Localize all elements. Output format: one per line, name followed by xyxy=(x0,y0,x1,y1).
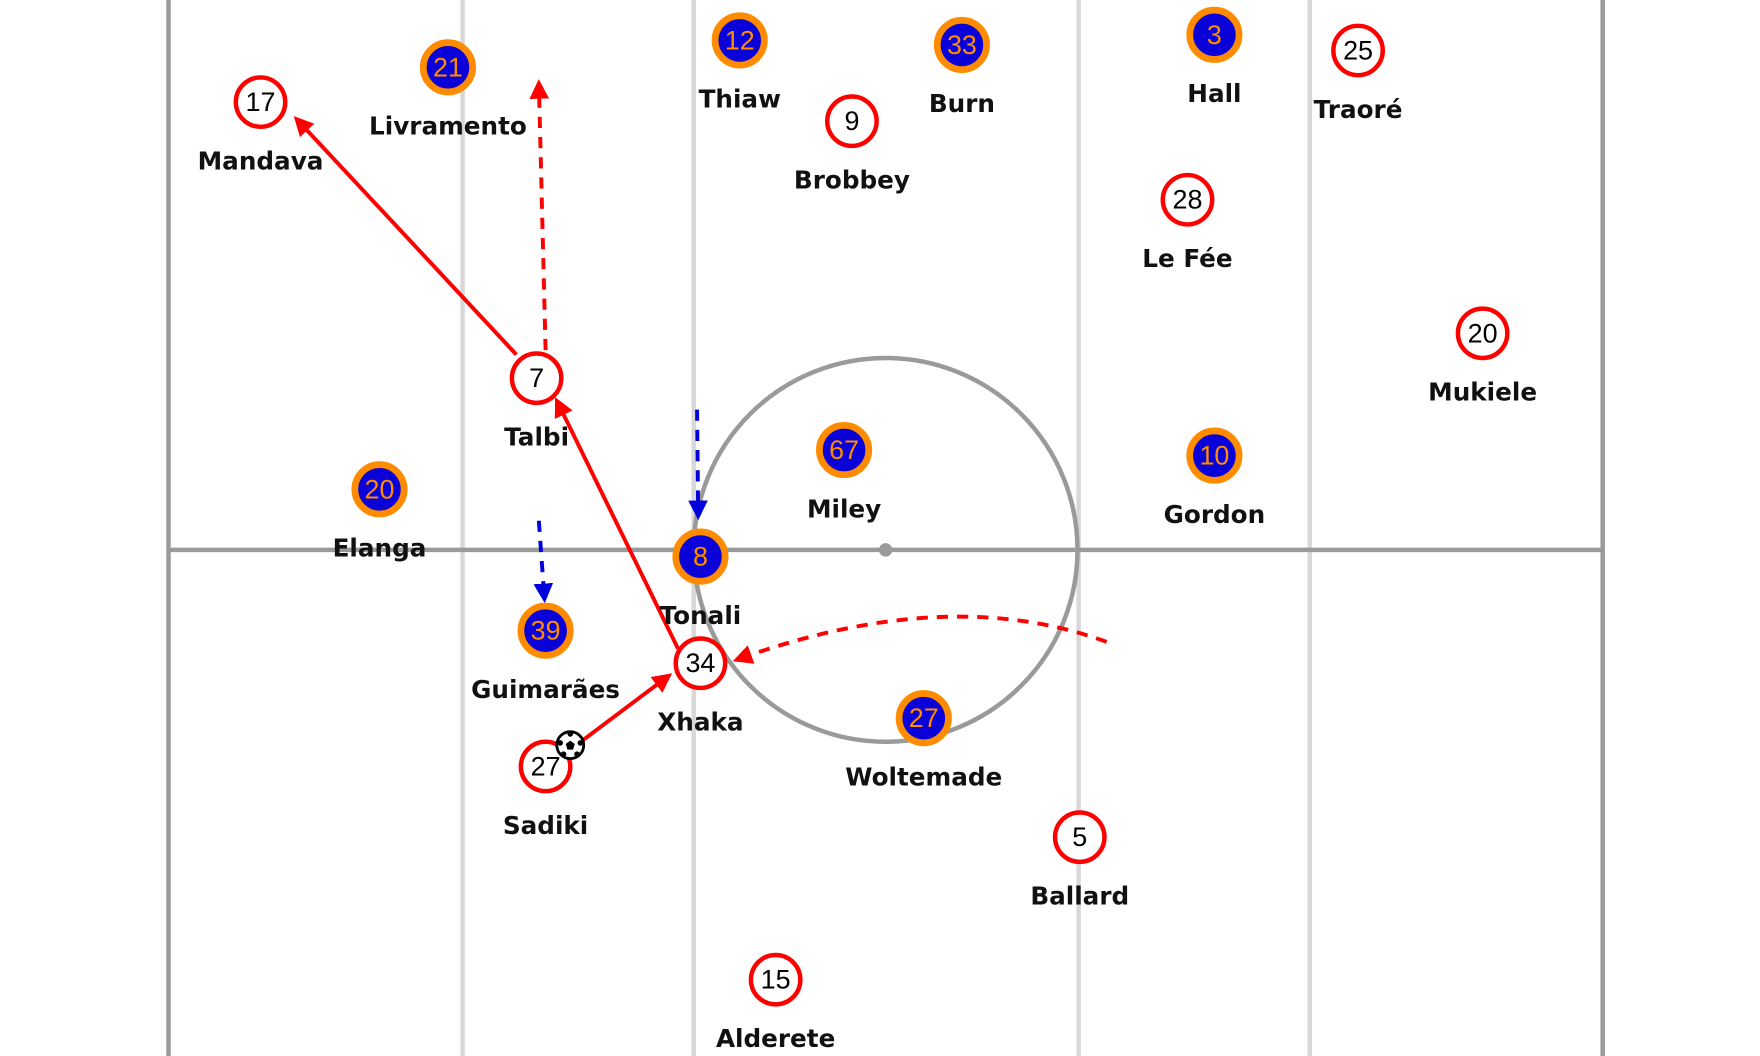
player-number: 10 xyxy=(1199,441,1229,471)
player-name: Woltemade xyxy=(845,763,1002,792)
player-circle xyxy=(1186,6,1243,63)
player-number: 20 xyxy=(1468,318,1498,348)
player-circle xyxy=(518,739,573,794)
player-circle xyxy=(672,528,729,585)
player-circle xyxy=(1160,172,1215,227)
player-name: Burn xyxy=(929,89,995,118)
player-name: Traoré xyxy=(1314,95,1403,124)
player-number: 25 xyxy=(1343,35,1373,65)
player-number: 20 xyxy=(365,474,395,504)
player-circle xyxy=(933,16,990,73)
player-circle xyxy=(419,39,477,96)
player-name: Guimarães xyxy=(471,675,620,704)
player-number: 5 xyxy=(1072,822,1087,852)
player-circle xyxy=(1186,427,1243,484)
player-number: 12 xyxy=(725,25,755,55)
press-arrow-tonali xyxy=(688,409,708,521)
ball-icon xyxy=(555,730,586,761)
player-number: 15 xyxy=(761,965,791,995)
player-number: 39 xyxy=(531,616,561,646)
player-number: 17 xyxy=(246,87,276,117)
player-name: Alderete xyxy=(716,1024,835,1053)
player-number: 28 xyxy=(1173,185,1203,215)
player-name: Hall xyxy=(1187,79,1241,108)
player-name: Miley xyxy=(807,494,881,523)
player-number: 67 xyxy=(829,435,859,465)
player-circle xyxy=(517,602,574,659)
player-number: 7 xyxy=(529,363,544,393)
player-circle xyxy=(1331,23,1385,78)
movement-arrows xyxy=(293,79,1108,745)
player-name: Mandava xyxy=(198,146,324,175)
player-circle xyxy=(673,636,728,691)
player-name: Xhaka xyxy=(657,708,743,737)
player-name: Mukiele xyxy=(1428,378,1537,407)
player-name: Sadiki xyxy=(503,811,588,840)
pass-arrow-xhaka-talbi xyxy=(554,397,680,650)
player-circle xyxy=(1052,810,1107,865)
run-arrow-curved xyxy=(732,614,1108,664)
player-name: Gordon xyxy=(1164,500,1266,529)
player-number: 8 xyxy=(693,542,708,572)
player-name: Thiaw xyxy=(699,85,781,114)
pitch-markings xyxy=(166,0,1605,1056)
player-circle xyxy=(509,351,564,406)
pass-arrow-sadiki-xhaka xyxy=(578,673,673,745)
press-arrow-guimaraes xyxy=(533,520,554,604)
player-number: 33 xyxy=(947,30,977,60)
player-circle xyxy=(825,94,879,149)
player-circle xyxy=(748,952,803,1007)
player-number: 21 xyxy=(433,52,463,82)
player-circle xyxy=(1455,306,1510,361)
player-circle xyxy=(351,461,408,518)
player-circle xyxy=(233,75,288,130)
run-arrow-talbi xyxy=(529,79,550,351)
player-number: 27 xyxy=(531,751,561,781)
player-circle xyxy=(895,690,952,747)
player-name: Brobbey xyxy=(794,166,910,195)
player-name: Talbi xyxy=(504,423,569,452)
player-name: Tonali xyxy=(660,601,742,630)
player-marker[interactable]: 28 Le Fée xyxy=(1142,172,1233,273)
player-number: 27 xyxy=(909,703,939,733)
player-name: Livramento xyxy=(369,112,527,141)
player-name: Ballard xyxy=(1030,882,1129,911)
player-name: Le Fée xyxy=(1142,244,1232,273)
player-circle xyxy=(711,12,768,69)
zone-lines xyxy=(460,0,1313,1056)
player-name: Elanga xyxy=(333,534,427,563)
player-number: 9 xyxy=(844,106,859,136)
player-number: 3 xyxy=(1207,20,1222,50)
player-circle xyxy=(816,421,873,479)
pass-arrow-talbi-mandava xyxy=(293,116,518,356)
center-spot xyxy=(878,543,893,557)
player-number: 34 xyxy=(685,648,715,678)
